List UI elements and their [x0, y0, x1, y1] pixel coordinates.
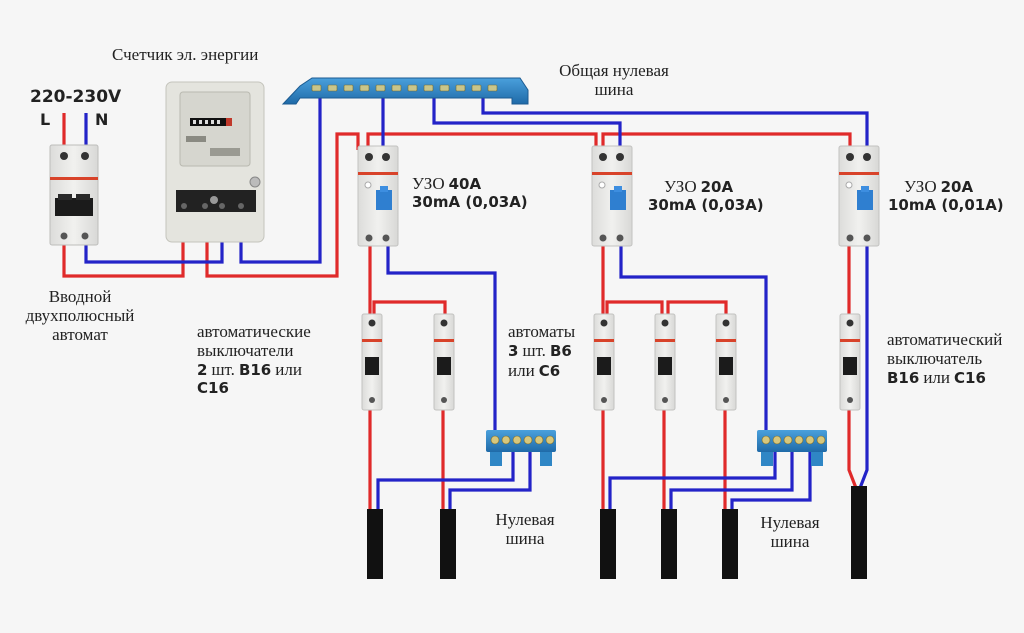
main-neutral-bus-label-line1: Общая нулевая [559, 61, 669, 80]
cable-5 [722, 509, 738, 579]
rcd3-neutral-out-wire [858, 244, 869, 489]
rcd2-leakage: 30mA (0,03A) [648, 195, 764, 214]
neutral-bus2-label-line1: Нулевая [760, 513, 820, 532]
input-breaker-label: Вводной двухполюсный автомат [20, 287, 140, 344]
rcd-2 [591, 145, 633, 247]
cable-3 [600, 509, 616, 579]
breaker-group1-count: 2 [197, 361, 208, 380]
rcd-handle [610, 190, 626, 210]
phase-label: L [40, 110, 51, 129]
main-neutral-busbar [281, 77, 529, 105]
rcd3-prefix: УЗО [904, 177, 937, 196]
neutral-busbar-1 [486, 430, 556, 466]
rcd1-rating: 40A [448, 175, 482, 193]
breaker-group1-line2: выключатели [197, 341, 294, 361]
breaker-group1-label: автоматические выключатели 2 шт. B16 или… [197, 322, 311, 397]
rcd2-phase-jumper-wire [605, 300, 664, 318]
breaker-group2-type-c: C6 [538, 361, 561, 380]
breaker-group2-count: 3 [508, 342, 519, 361]
bus-to-rcd2-neutral-wire [432, 89, 622, 150]
circuit-breaker-4 [654, 313, 676, 411]
input-breaker-label-line1: Вводной [48, 287, 112, 306]
phase-bus-wire [366, 132, 598, 150]
meter-label: Счетчик эл. энергии [112, 45, 259, 64]
rcd-1 [357, 145, 399, 247]
cable-2 [440, 509, 456, 579]
outgoing-cables [367, 486, 867, 579]
breaker-group2-label: автоматы 3 шт. B6 или C6 [508, 322, 575, 381]
rcd2-prefix: УЗО [664, 177, 697, 196]
rcd-handle [376, 190, 392, 210]
rcd-3 [838, 145, 880, 247]
circuit-breaker-2 [433, 313, 455, 411]
cable-4 [661, 509, 677, 579]
main-neutral-bus-label: Общая нулевая шина [546, 61, 682, 99]
rcd2-neutral-out-wire [619, 244, 768, 440]
breaker-group3-line2: выключатель [887, 349, 983, 369]
rcd-handle [857, 190, 873, 210]
breaker-group1-unit: шт. [211, 360, 235, 380]
input-breaker-label-line2: двухполюсный [25, 306, 135, 326]
breaker-group3-type-c: C16 [954, 369, 986, 388]
neutral-bus1-label-line2: шина [505, 529, 545, 549]
phase-bus-wire-2 [601, 132, 852, 150]
breaker-group3-type-b: B16 [887, 369, 920, 388]
mcb6-out-wire [847, 408, 858, 489]
circuit-breaker-3 [593, 313, 615, 411]
breaker-group1-or: или [275, 360, 302, 380]
breaker-group2-unit: шт. [522, 341, 546, 361]
breaker-group3-label: автоматический выключатель B16 или C16 [887, 330, 1002, 388]
circuit-breaker-5 [715, 313, 737, 411]
input-breaker-label-line3: автомат [52, 325, 108, 345]
rcd2-label: УЗО 20A 30mA (0,03A) [648, 177, 764, 214]
rcd1-leakage: 30mA (0,03A) [412, 192, 528, 211]
rcd3-rating: 20A [940, 178, 974, 196]
bus2-to-cable3-neutral [608, 445, 777, 510]
neutral-bus1-label-line1: Нулевая [495, 510, 555, 529]
meter-to-rcd-phase-wire [205, 132, 360, 278]
input-breaker [49, 144, 99, 246]
rcd2-phase-jumper-wire-2 [666, 300, 728, 318]
bus1-to-cable1-neutral [376, 445, 515, 510]
rcd1-label: УЗО 40A 30mA (0,03A) [412, 174, 528, 211]
neutral-bus2-label: Нулевая шина [745, 513, 835, 551]
breaker-group1-type-c: C16 [197, 378, 229, 397]
bus2-to-cable5-neutral [730, 445, 812, 510]
neutral-label: N [95, 110, 109, 129]
rcd3-leakage: 10mA (0,01A) [888, 195, 1004, 214]
electric-meter [165, 81, 265, 243]
neutral-bus2-label-line2: шина [770, 532, 810, 552]
supply-voltage-label: 220-230V [30, 87, 122, 107]
breaker-group2-line1: автоматы [508, 322, 576, 341]
rcd1-phase-jumper-wire [372, 300, 447, 318]
breaker-group2-or: или [508, 360, 535, 380]
rcd2-rating: 20A [700, 178, 734, 196]
rcd1-prefix: УЗО [412, 174, 445, 193]
neutral-wires [84, 89, 869, 510]
breaker-group3-line1: автоматический [887, 330, 1003, 349]
main-neutral-bus-label-line2: шина [594, 80, 634, 100]
cable-1 [367, 509, 383, 579]
breaker-group1-line1: автоматические [197, 322, 311, 341]
breaker-group1-type-b: B16 [238, 361, 272, 380]
rcd3-label: УЗО 20A 10mA (0,01A) [888, 177, 1004, 214]
circuit-breaker-1 [361, 313, 383, 411]
neutral-bus1-label: Нулевая шина [480, 510, 570, 548]
breaker-group2-type-b: B6 [549, 342, 572, 361]
phase-wires [62, 113, 858, 510]
cable-6 [851, 486, 867, 579]
rcd1-neutral-out-wire [386, 244, 497, 440]
neutral-busbar-2 [757, 430, 827, 466]
bus-to-rcd3-neutral-wire [481, 89, 869, 150]
bus2-to-cable4-neutral [669, 445, 794, 510]
circuit-breaker-6 [839, 313, 861, 411]
bus1-to-cable2-neutral [448, 445, 532, 510]
breaker-group3-or: или [923, 368, 950, 388]
